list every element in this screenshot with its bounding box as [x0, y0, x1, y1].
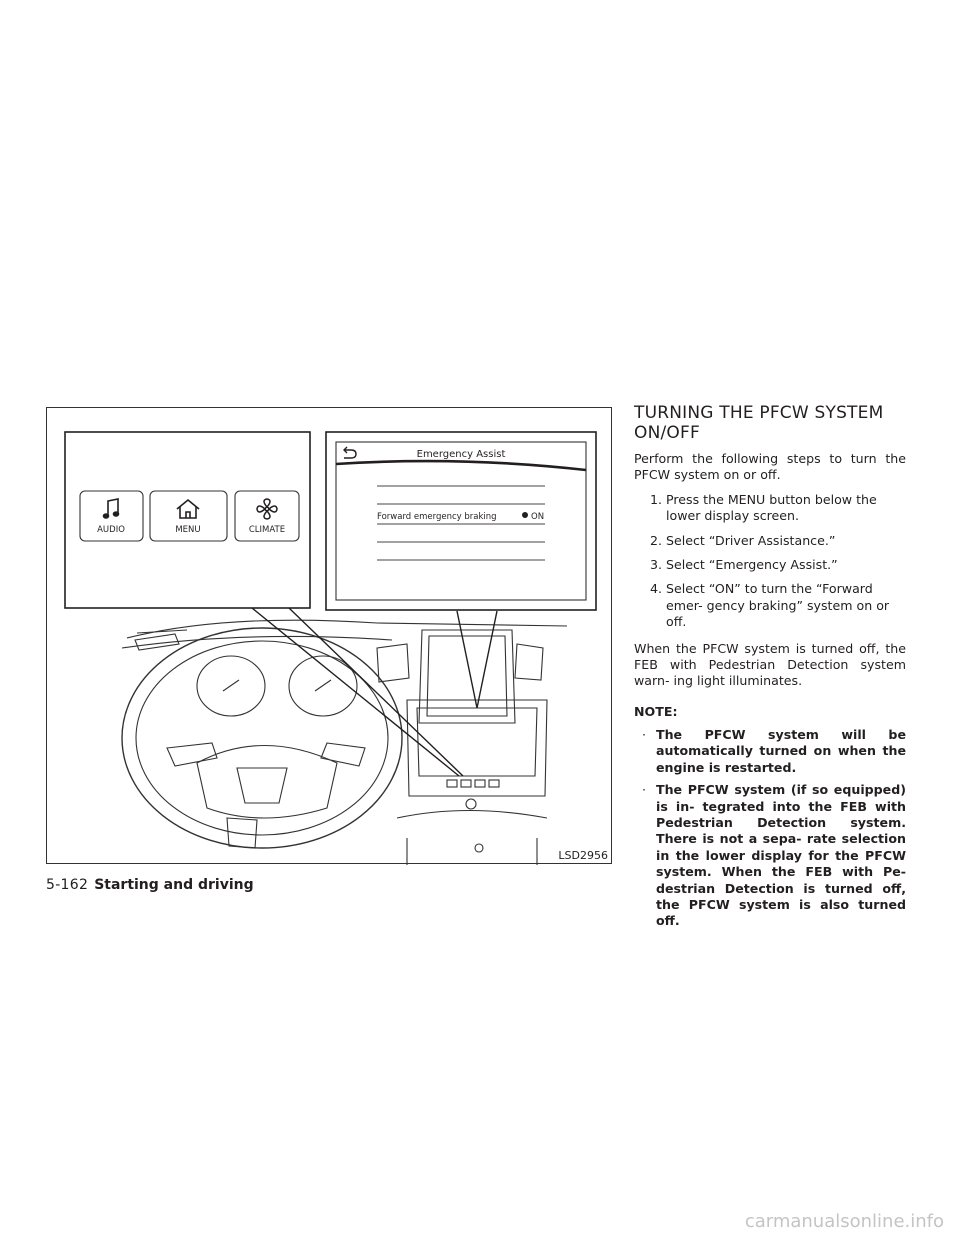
climate-button[interactable]	[234, 490, 300, 542]
music-note-icon	[102, 498, 120, 519]
step-text: Select “Emergency Assist.”	[666, 557, 838, 573]
chapter-title: Starting and driving	[94, 877, 254, 893]
fan-icon	[256, 498, 278, 520]
section-title-line1: TURNING THE PFCW SYSTEM	[634, 403, 884, 423]
on-indicator-dot	[522, 512, 528, 518]
on-value[interactable]: ON	[531, 512, 544, 522]
bullet-icon: ·	[642, 782, 647, 798]
note-text: The PFCW system (if so equipped) is in- …	[656, 782, 906, 929]
step-number: 1.	[650, 491, 663, 507]
screen-title: Emergency Assist	[417, 449, 506, 460]
notes-list: · The PFCW system will be automatically t…	[634, 727, 906, 930]
dashboard-illustration: AUDIO MENU CLIMATE Emergency Assist Forw…	[46, 407, 612, 865]
text-column: TURNING THE PFCW SYSTEM ON/OFF Perform t…	[634, 403, 906, 936]
bullet-icon: ·	[642, 726, 647, 742]
step-text: Select “ON” to turn the “Forward emer- g…	[666, 581, 890, 630]
figure-code: LSD2956	[558, 849, 608, 862]
note-item: · The PFCW system (if so equipped) is in-…	[634, 782, 906, 930]
step-number: 4.	[650, 581, 663, 597]
audio-label: AUDIO	[97, 525, 125, 535]
step-text: Select “Driver Assistance.”	[666, 532, 836, 548]
note-text: The PFCW system will be automatically tu…	[656, 726, 906, 775]
step-item: 4.Select “ON” to turn the “Forward emer-…	[634, 581, 906, 630]
step-text: Press the MENU button below the lower di…	[666, 491, 877, 524]
page-footer: 5-162 Starting and driving	[46, 877, 254, 893]
step-number: 2.	[650, 532, 663, 548]
intro-paragraph: Perform the following steps to turn the …	[634, 451, 906, 483]
forward-emergency-braking-label[interactable]: Forward emergency braking	[377, 512, 497, 522]
step-number: 3.	[650, 557, 663, 573]
audio-button[interactable]	[79, 490, 144, 542]
note-heading: NOTE:	[634, 703, 678, 719]
steps-list: 1.Press the MENU button below the lower …	[634, 492, 906, 631]
note-item: · The PFCW system will be automatically t…	[634, 727, 906, 776]
page-number: 5-162	[46, 877, 89, 893]
section-title-line2: ON/OFF	[634, 423, 700, 443]
section-title: TURNING THE PFCW SYSTEM ON/OFF	[634, 403, 906, 443]
step-item: 1.Press the MENU button below the lower …	[634, 492, 906, 525]
home-icon	[176, 498, 200, 519]
back-arrow-icon[interactable]	[343, 446, 357, 459]
watermark[interactable]: carmanualsonline.info	[744, 1211, 944, 1232]
menu-button[interactable]	[149, 490, 228, 542]
step-item: 3.Select “Emergency Assist.”	[634, 557, 906, 573]
menu-label: MENU	[175, 525, 200, 535]
dashboard-drawing: AUDIO MENU CLIMATE Emergency Assist Forw…	[64, 431, 597, 865]
climate-label: CLIMATE	[249, 525, 285, 535]
after-paragraph: When the PFCW system is turned off, the …	[634, 640, 906, 689]
step-item: 2.Select “Driver Assistance.”	[634, 533, 906, 549]
